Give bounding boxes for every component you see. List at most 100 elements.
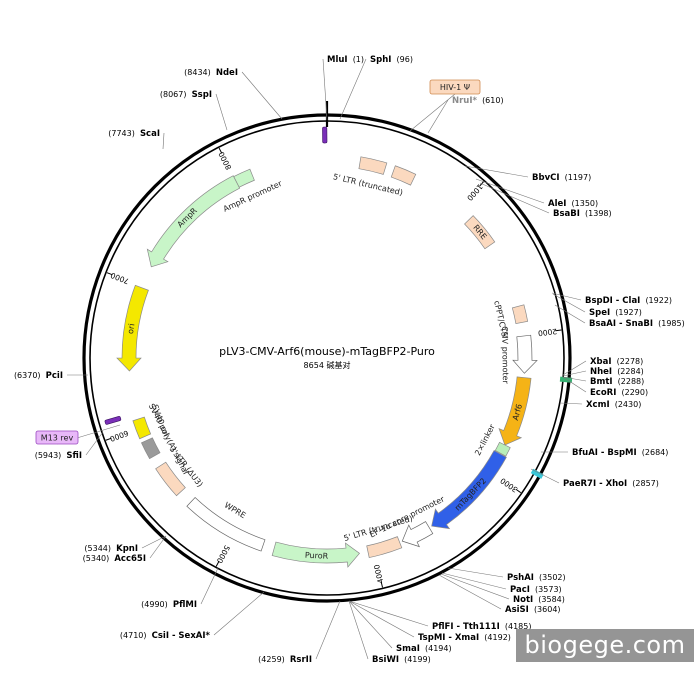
site-label: (8434) NdeI: [184, 60, 238, 79]
site-xbai: XbaI (2278): [562, 357, 643, 376]
tag-m13rev-tag: M13 rev: [35, 424, 121, 445]
site-name: EcoRI: [590, 388, 616, 398]
site-position: (5943): [35, 451, 62, 460]
feature-wpre-shape: [186, 497, 266, 552]
site-name: BspDI - ClaI: [585, 296, 640, 306]
site-rsrii: (4259) RsrII: [258, 600, 341, 665]
site-name: PflMI: [173, 600, 197, 610]
feature-arf6: Arf6: [498, 376, 532, 446]
feature-puror-shape: [271, 541, 360, 568]
feature-sv40ori-shape: [132, 416, 152, 440]
site-sspi: (8067) SspI: [160, 82, 228, 131]
feature-ltr3-shape: [155, 461, 186, 497]
site-tspmi-xmai: TspMI - XmaI (4192): [348, 600, 511, 644]
site-leader-line: [438, 574, 502, 610]
feature-ltr5b: [390, 165, 417, 186]
feature-cmv-shape: [512, 334, 538, 374]
site-leader-line: [348, 600, 369, 660]
site-label: (8067) SspI: [160, 82, 212, 101]
site-position: (1985): [658, 319, 685, 328]
site-name: BsaAI - SnaBI: [589, 319, 653, 329]
site-bsabi: BsaBI (1398): [479, 182, 612, 220]
tag-label: M13 rev: [41, 434, 74, 443]
site-ndei: (8434) NdeI: [184, 60, 283, 120]
site-label: SpeI (1927): [589, 300, 642, 319]
site-position: (1): [353, 55, 364, 64]
site-leader-line: [215, 93, 228, 131]
feature-bfp-shape: [431, 450, 507, 530]
site-label: BsaBI (1398): [553, 201, 612, 220]
site-position: (4990): [141, 600, 168, 609]
ruler-label: 8000: [217, 150, 234, 171]
site-leader-line: [149, 535, 167, 559]
ring-site-mark: [530, 468, 544, 479]
site-label: BsiWI (4199): [372, 647, 431, 666]
site-leader-line: [479, 182, 550, 214]
site-position: (1927): [615, 308, 642, 317]
site-label: (4990) PflMI: [141, 592, 197, 611]
site-name: SfiI: [66, 451, 82, 461]
site-mlui: MluI (1): [322, 55, 364, 121]
site-leader-line: [551, 292, 582, 301]
watermark-box: [516, 629, 694, 662]
site-label: BsaAI - SnaBI (1985): [589, 311, 685, 330]
site-label: (5344) KpnI: [84, 536, 138, 555]
feature-puror-label: PuroR: [305, 551, 329, 561]
site-position: (4199): [404, 655, 431, 664]
tag-leader-line: [409, 93, 456, 132]
site-label: TspMI - XmaI (4192): [418, 625, 511, 644]
primer-m13rev-mark: [104, 416, 122, 425]
site-leader-line: [530, 468, 560, 484]
site-leader-line: [339, 58, 367, 120]
feature-bfp: mTagBFP2: [431, 450, 507, 530]
site-name: CsiI - SexAI*: [152, 631, 211, 641]
site-leader-line: [348, 600, 429, 627]
site-leader-line: [322, 58, 328, 121]
site-name: MluI: [327, 55, 348, 65]
site-leader-line: [447, 567, 504, 578]
site-position: (4259): [258, 655, 285, 664]
site-position: (6370): [14, 371, 41, 380]
site-kpni: (5344) KpnI: [84, 535, 167, 555]
site-paer7i-xhoi: PaeR7I - XhoI (2857): [530, 468, 659, 489]
site-acc65i: (5340) Acc65I: [83, 535, 167, 564]
site-label: NheI (2284): [590, 359, 644, 378]
site-label: BfuAI - BspMI (2684): [572, 440, 668, 459]
ruler-label: 2000: [537, 327, 557, 338]
site-label: SphI (96): [370, 47, 413, 66]
site-name: NruI*: [452, 96, 478, 106]
site-nhei: NheI (2284): [562, 359, 644, 378]
feature-sv40ori-label: SV40 ori: [150, 403, 170, 438]
feature-ampprom-shape: [233, 168, 255, 188]
site-label: (6370) PciI: [14, 363, 63, 382]
site-csii-sexai-: (4710) CsiI - SexAI*: [120, 591, 265, 641]
plasmid-title: pLV3-CMV-Arf6(mouse)-mTagBFP2-Puro: [219, 345, 435, 358]
ruler-label: 5000: [215, 544, 232, 565]
site-noti: NotI (3584): [440, 573, 565, 605]
tag-box: [429, 79, 481, 95]
feature-m13fwd: [322, 126, 328, 144]
site-name: NotI: [513, 595, 533, 605]
feature-arf6-label: Arf6: [511, 403, 524, 421]
site-smai: SmaI (4194): [348, 600, 452, 654]
site-name: PaeR7I - XhoI: [563, 479, 627, 489]
feature-ampr-shape: [146, 175, 241, 268]
site-label: AleI (1350): [548, 191, 598, 210]
site-scai: (7743) ScaI: [108, 129, 165, 150]
feature-puror: PuroR: [271, 541, 360, 568]
watermark-text: biogege.com: [524, 631, 686, 659]
ruler-tick: [106, 272, 113, 276]
site-xcmi: XcmI (2430): [559, 400, 641, 410]
tag-hiv: HIV-1 Ψ: [409, 79, 481, 132]
feature-cmv: CMV promoter: [500, 326, 538, 385]
site-bmti: BmtI (2288): [562, 376, 644, 387]
ruler-label: 1000: [465, 182, 485, 202]
site-bspdi-clai: BspDI - ClaI (1922): [551, 292, 672, 306]
site-name: PflFI - Tth111I: [432, 622, 500, 632]
site-position: (96): [397, 55, 413, 64]
site-bfuai-bspmi: BfuAI - BspMI (2684): [541, 440, 668, 459]
feature-rre-shape: [464, 215, 496, 250]
site-name: Acc65I: [114, 554, 146, 564]
plasmid-length: 8654 碱基对: [304, 360, 351, 370]
